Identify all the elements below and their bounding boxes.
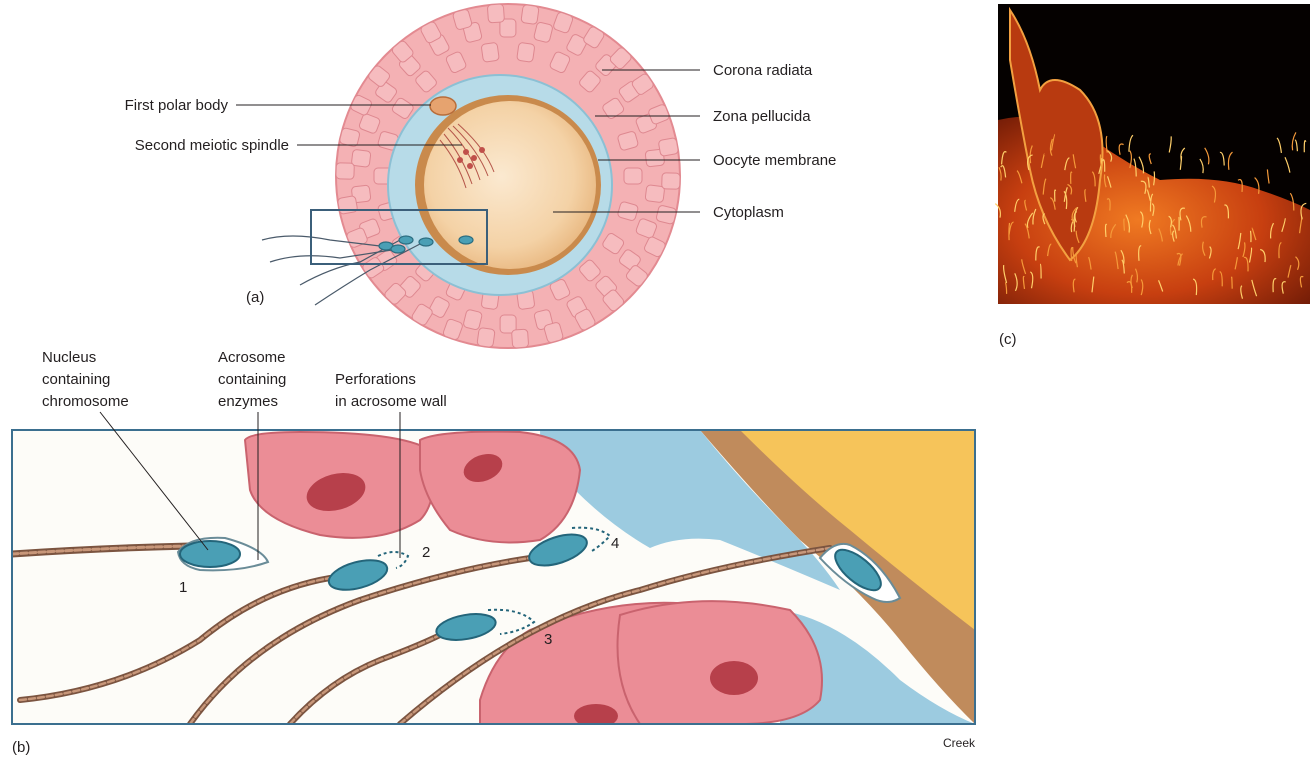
corona-cell — [521, 4, 539, 24]
corona-cell — [477, 327, 495, 347]
label-nucleus-line2: containing — [42, 371, 110, 388]
corona-cell — [662, 173, 681, 190]
label-first-polar-body: First polar body — [125, 97, 229, 114]
panel-a-oocyte-diagram: Corona radiata Zona pellucida Oocyte mem… — [125, 4, 837, 348]
panel-b-acrosome-reaction: Nucleus containing chromosome Acrosome c… — [12, 349, 976, 756]
label-second-meiotic-spindle: Second meiotic spindle — [135, 137, 289, 154]
microvillus — [1124, 219, 1125, 231]
label-oocyte-membrane: Oocyte membrane — [713, 152, 836, 169]
cytoplasm — [424, 101, 596, 269]
label-acrosome-line3: enzymes — [218, 393, 278, 410]
artist-credit: Creek — [943, 736, 976, 750]
corona-cell — [658, 138, 679, 157]
panel-c-micrograph: (c) — [995, 4, 1310, 348]
cell-nucleus — [710, 661, 758, 695]
label-acrosome-line2: containing — [218, 371, 286, 388]
corona-cell — [351, 149, 371, 167]
panel-c-label: (c) — [999, 331, 1017, 348]
step-number-3: 3 — [544, 631, 552, 648]
label-perforations-line2: in acrosome wall — [335, 393, 447, 410]
step-number-1: 1 — [179, 579, 187, 596]
label-perforations-line1: Perforations — [335, 371, 416, 388]
label-cytoplasm: Cytoplasm — [713, 204, 784, 221]
corona-cell — [481, 42, 499, 62]
label-zona-pellucida: Zona pellucida — [713, 108, 811, 125]
step-number-4: 4 — [611, 535, 619, 552]
corona-cell — [624, 168, 642, 184]
microvillus — [1232, 277, 1233, 289]
step-number-2: 2 — [422, 544, 430, 561]
panel-a-label: (a) — [246, 289, 264, 306]
label-nucleus-line3: chromosome — [42, 393, 129, 410]
corona-cell — [337, 196, 358, 215]
corona-cell — [336, 163, 355, 180]
corona-cell — [645, 185, 665, 203]
label-corona-radiata: Corona radiata — [713, 62, 813, 79]
panel-b-label: (b) — [12, 739, 30, 756]
first-polar-body — [430, 97, 456, 115]
corona-cell — [511, 329, 528, 348]
label-nucleus-line1: Nucleus — [42, 349, 96, 366]
corona-cell — [517, 42, 535, 62]
corona-cell — [487, 4, 504, 23]
label-acrosome-line1: Acrosome — [218, 349, 286, 366]
